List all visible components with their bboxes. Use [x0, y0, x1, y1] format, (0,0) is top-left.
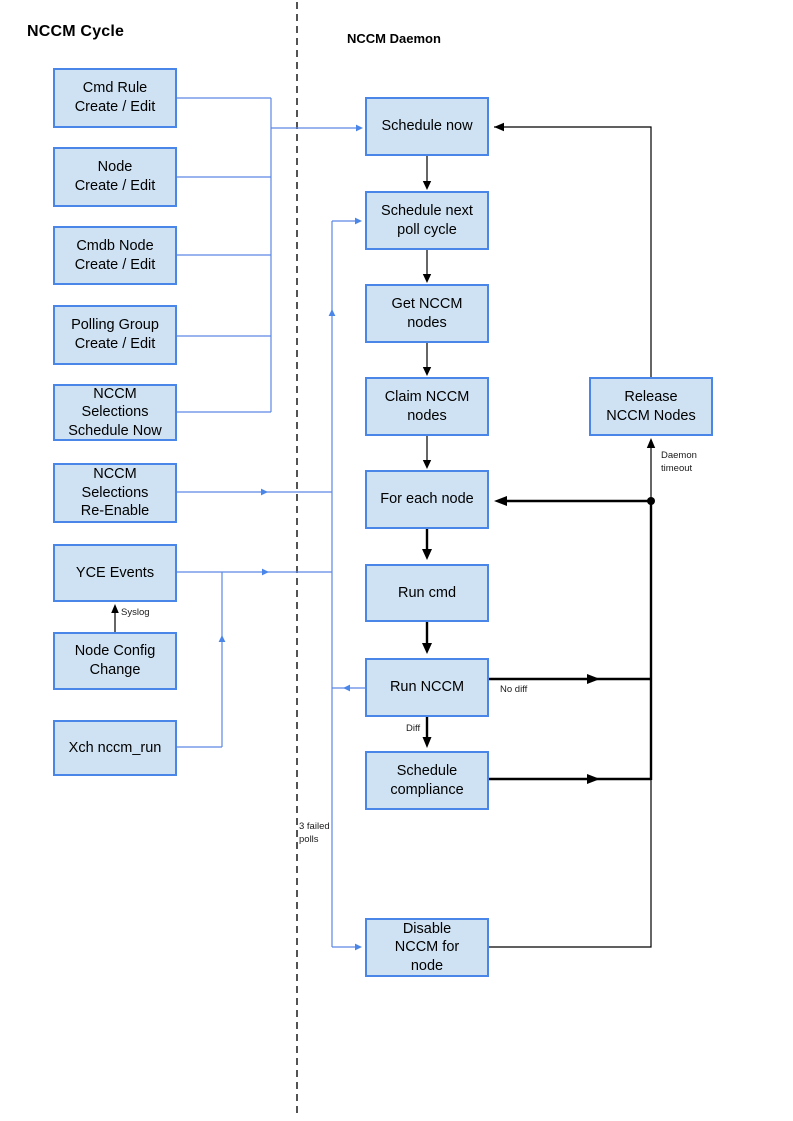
node-for-each-node: For each node — [365, 470, 489, 529]
node-cmd-rule-create-edit: Cmd Rule Create / Edit — [53, 68, 177, 128]
edge-label-diff: Diff — [406, 723, 421, 734]
edge-label-syslog: Syslog — [121, 607, 150, 618]
node-get-nccm-nodes: Get NCCM nodes — [365, 284, 489, 343]
black-thick-arrowheads — [422, 496, 600, 784]
node-yce-events: YCE Events — [53, 544, 177, 602]
blue-arrowheads — [218, 217, 362, 951]
node-run-cmd: Run cmd — [365, 564, 489, 622]
edge-bus-schedule-now — [177, 97, 357, 413]
edge-label-daemon-timeout: Daemon timeout — [661, 450, 697, 474]
node-run-nccm: Run NCCM — [365, 658, 489, 717]
arrowhead-into-schedule-now — [356, 124, 363, 132]
edge-label-3-failed-polls: 3 failed polls — [299, 821, 330, 845]
node-release-nccm-nodes: Release NCCM Nodes — [589, 377, 713, 436]
node-schedule-compliance: Schedule compliance — [365, 751, 489, 810]
node-schedule-next-poll-cycle: Schedule next poll cycle — [365, 191, 489, 250]
edge-label-no-diff: No diff — [500, 684, 528, 695]
node-polling-group-create-edit: Polling Group Create / Edit — [53, 305, 177, 365]
daemon-lane-title: NCCM Daemon — [347, 31, 441, 46]
node-cmdb-node-create-edit: Cmdb Node Create / Edit — [53, 226, 177, 285]
edge-release-loop — [114, 126, 652, 948]
cycle-lane-title: NCCM Cycle — [27, 23, 125, 40]
node-schedule-now: Schedule now — [365, 97, 489, 156]
node-claim-nccm-nodes: Claim NCCM nodes — [365, 377, 489, 436]
black-thin-arrowheads — [111, 122, 656, 613]
node-disable-nccm-for-node: Disable NCCM for node — [365, 918, 489, 977]
junction-dot — [647, 497, 655, 505]
node-nccm-selections-schedule-now: NCCM Selections Schedule Now — [53, 384, 177, 441]
node-nccm-selections-re-enable: NCCM Selections Re-Enable — [53, 463, 177, 523]
edge-node-loop-thick — [425, 499, 653, 781]
node-node-config-change: Node Config Change — [53, 632, 177, 690]
node-xch-nccm-run: Xch nccm_run — [53, 720, 177, 776]
node-node-create-edit: Node Create / Edit — [53, 147, 177, 207]
